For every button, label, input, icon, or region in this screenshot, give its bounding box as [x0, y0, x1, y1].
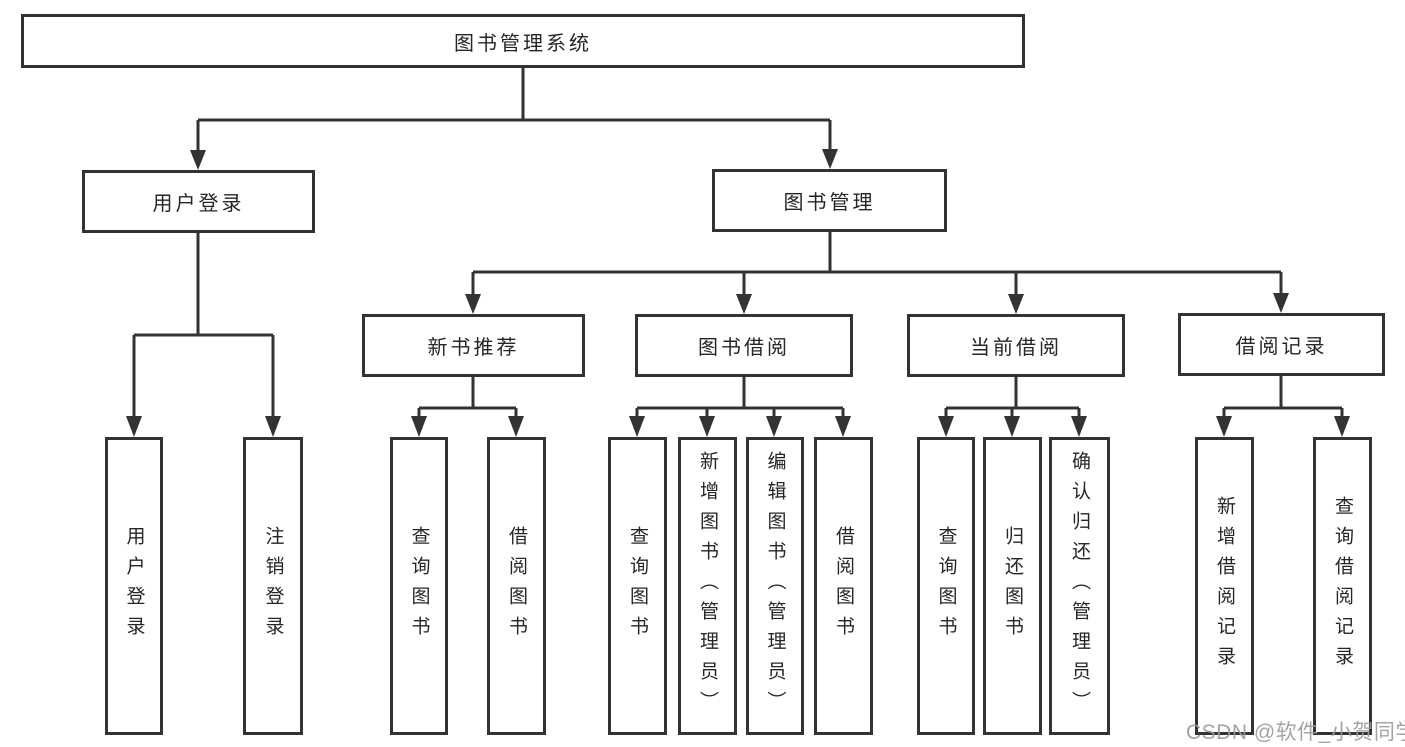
- node-borrowing-records-label: 借阅记录: [1235, 336, 1328, 358]
- leaf-logout: 注销登录: [243, 437, 303, 735]
- leaf-query-borrow-record: 查询借阅记录: [1313, 437, 1372, 735]
- node-current-borrowing-label: 当前借阅: [970, 337, 1062, 359]
- node-book-management-label: 图书管理: [783, 192, 876, 214]
- leaf-add-borrow-record-label: 新增借阅记录: [1214, 496, 1235, 676]
- leaf-return-books-label: 归还图书: [1002, 526, 1023, 646]
- leaf-borrow-books-recommend: 借阅图书: [487, 437, 546, 735]
- leaf-edit-books-admin: 编辑图书（管理员）: [746, 437, 804, 735]
- leaf-query-books-current-label: 查询图书: [935, 526, 957, 646]
- leaf-add-books-admin-label: 新增图书（管理员）: [697, 451, 718, 721]
- leaf-logout-label: 注销登录: [262, 526, 284, 646]
- node-user-login-label: 用户登录: [152, 193, 245, 215]
- arrowheads: [126, 149, 1350, 437]
- node-new-book-recommend-label: 新书推荐: [427, 337, 520, 359]
- leaf-query-books-recommend-label: 查询图书: [408, 526, 430, 646]
- leaf-confirm-return-admin-label: 确认归还（管理员）: [1069, 451, 1090, 721]
- leaf-confirm-return-admin: 确认归还（管理员）: [1049, 437, 1110, 735]
- leaf-query-borrow-record-label: 查询借阅记录: [1332, 496, 1353, 676]
- leaf-borrow-books-label: 借阅图书: [833, 526, 854, 646]
- leaf-borrow-books-recommend-label: 借阅图书: [506, 526, 527, 646]
- leaf-query-books-borrow: 查询图书: [608, 437, 667, 735]
- leaf-add-books-admin: 新增图书（管理员）: [678, 437, 737, 735]
- csdn-watermark: CSDN @软件_小贺同学: [1186, 721, 1405, 744]
- leaf-query-books-borrow-label: 查询图书: [627, 526, 648, 646]
- leaf-return-books: 归还图书: [983, 437, 1042, 735]
- node-book-borrowing-label: 图书借阅: [698, 337, 790, 359]
- leaf-user-login-label: 用户登录: [123, 526, 145, 646]
- leaf-borrow-books: 借阅图书: [814, 437, 873, 735]
- node-root-label: 图书管理系统: [454, 32, 592, 55]
- leaf-user-login: 用户登录: [105, 437, 163, 735]
- leaf-query-books-current: 查询图书: [917, 437, 975, 735]
- leaf-add-borrow-record: 新增借阅记录: [1195, 437, 1254, 735]
- node-book-borrowing: 图书借阅: [635, 314, 853, 377]
- node-current-borrowing: 当前借阅: [907, 314, 1125, 377]
- node-book-management: 图书管理: [712, 169, 947, 232]
- leaf-query-books-recommend: 查询图书: [390, 437, 448, 735]
- node-new-book-recommend: 新书推荐: [362, 314, 585, 377]
- node-root-system: 图书管理系统: [21, 14, 1025, 68]
- leaf-edit-books-admin-label: 编辑图书（管理员）: [764, 451, 786, 721]
- node-borrowing-records: 借阅记录: [1178, 313, 1385, 376]
- node-user-login: 用户登录: [82, 170, 315, 233]
